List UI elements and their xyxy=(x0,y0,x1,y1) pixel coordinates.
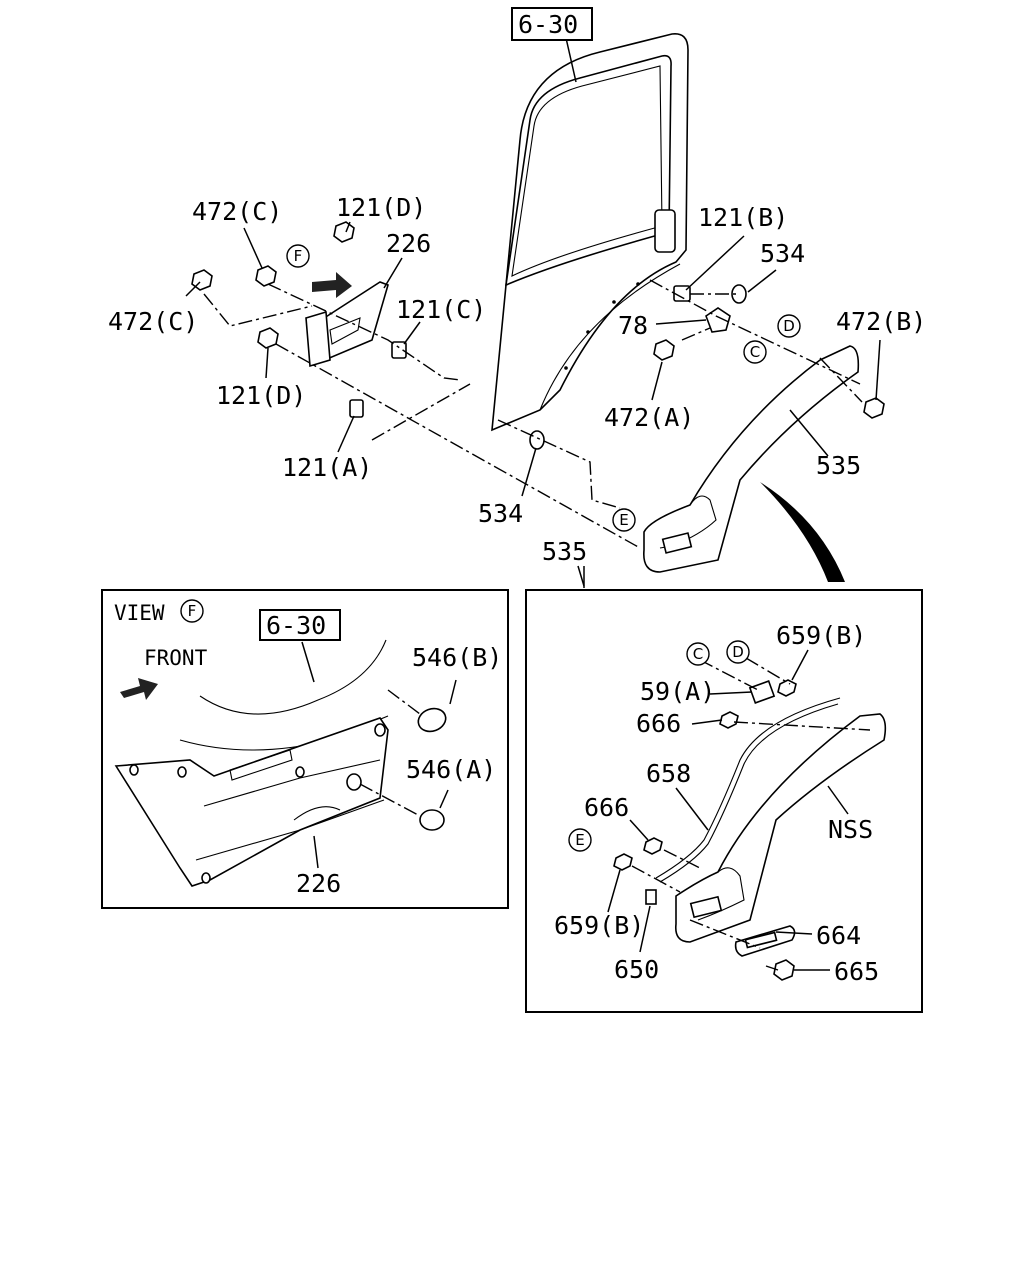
front-label: FRONT xyxy=(144,646,208,670)
callout-nss: NSS xyxy=(828,815,873,844)
marker-e-inset: E xyxy=(568,828,592,852)
front-arrow-icon xyxy=(120,678,158,700)
direction-arrow-main xyxy=(312,272,352,298)
callout-534-right: 534 xyxy=(760,239,805,268)
callout-659b-bottom: 659(B) xyxy=(554,911,644,940)
marker-f-main: F xyxy=(286,244,310,268)
mudguard-535 xyxy=(643,345,860,573)
callout-534-bottom: 534 xyxy=(478,499,523,528)
ref-6-30-inset: 6-30 xyxy=(266,611,326,640)
nss-drawing xyxy=(607,649,887,981)
marker-d-main: D xyxy=(777,314,801,338)
svg-text:F: F xyxy=(188,602,197,620)
callout-78: 78 xyxy=(618,311,648,340)
svg-text:E: E xyxy=(575,831,584,849)
callout-665: 665 xyxy=(834,957,879,986)
center-lines xyxy=(203,279,863,549)
svg-text:F: F xyxy=(294,247,303,265)
callout-472b: 472(B) xyxy=(836,307,926,336)
callout-121c: 121(C) xyxy=(396,295,486,324)
marker-e-main: E xyxy=(612,508,636,532)
callout-59a: 59(A) xyxy=(640,677,715,706)
bracket-226 xyxy=(305,281,389,368)
svg-text:C: C xyxy=(750,343,760,361)
callout-arrow xyxy=(760,482,845,582)
callout-666-mid: 666 xyxy=(584,793,629,822)
callout-659b-top: 659(B) xyxy=(776,621,866,650)
callout-121d-mid: 121(D) xyxy=(216,381,306,410)
callout-472c-top: 472(C) xyxy=(192,197,282,226)
callout-121b: 121(B) xyxy=(698,203,788,232)
marker-f-view: F xyxy=(180,599,204,623)
marker-c-inset: C xyxy=(686,642,710,666)
ref-6-30-main: 6-30 xyxy=(518,10,578,39)
marker-c-main: C xyxy=(743,340,767,364)
svg-text:D: D xyxy=(783,317,795,335)
callout-121d-top: 121(D) xyxy=(336,193,426,222)
view-f-drawing xyxy=(114,639,457,887)
callout-226-top: 226 xyxy=(386,229,431,258)
callout-650: 650 xyxy=(614,955,659,984)
callout-535-inset: 535 xyxy=(542,537,587,566)
marker-d-inset: D xyxy=(726,640,750,664)
nss-inset xyxy=(525,589,923,1013)
view-f-title: VIEW xyxy=(114,601,165,625)
callout-535-main: 535 xyxy=(816,451,861,480)
door-assembly xyxy=(491,33,689,432)
svg-text:E: E xyxy=(619,511,628,529)
callout-121a: 121(A) xyxy=(282,453,372,482)
callout-664: 664 xyxy=(816,921,861,950)
callout-546a: 546(A) xyxy=(406,755,496,784)
callout-658: 658 xyxy=(646,759,691,788)
callout-472c-left: 472(C) xyxy=(108,307,198,336)
leader-lines xyxy=(185,37,881,587)
callout-546b: 546(B) xyxy=(412,643,502,672)
callout-226-inset: 226 xyxy=(296,869,341,898)
callout-666-top: 666 xyxy=(636,709,681,738)
svg-text:C: C xyxy=(693,645,703,663)
svg-text:D: D xyxy=(732,643,744,661)
callout-472a: 472(A) xyxy=(604,403,694,432)
